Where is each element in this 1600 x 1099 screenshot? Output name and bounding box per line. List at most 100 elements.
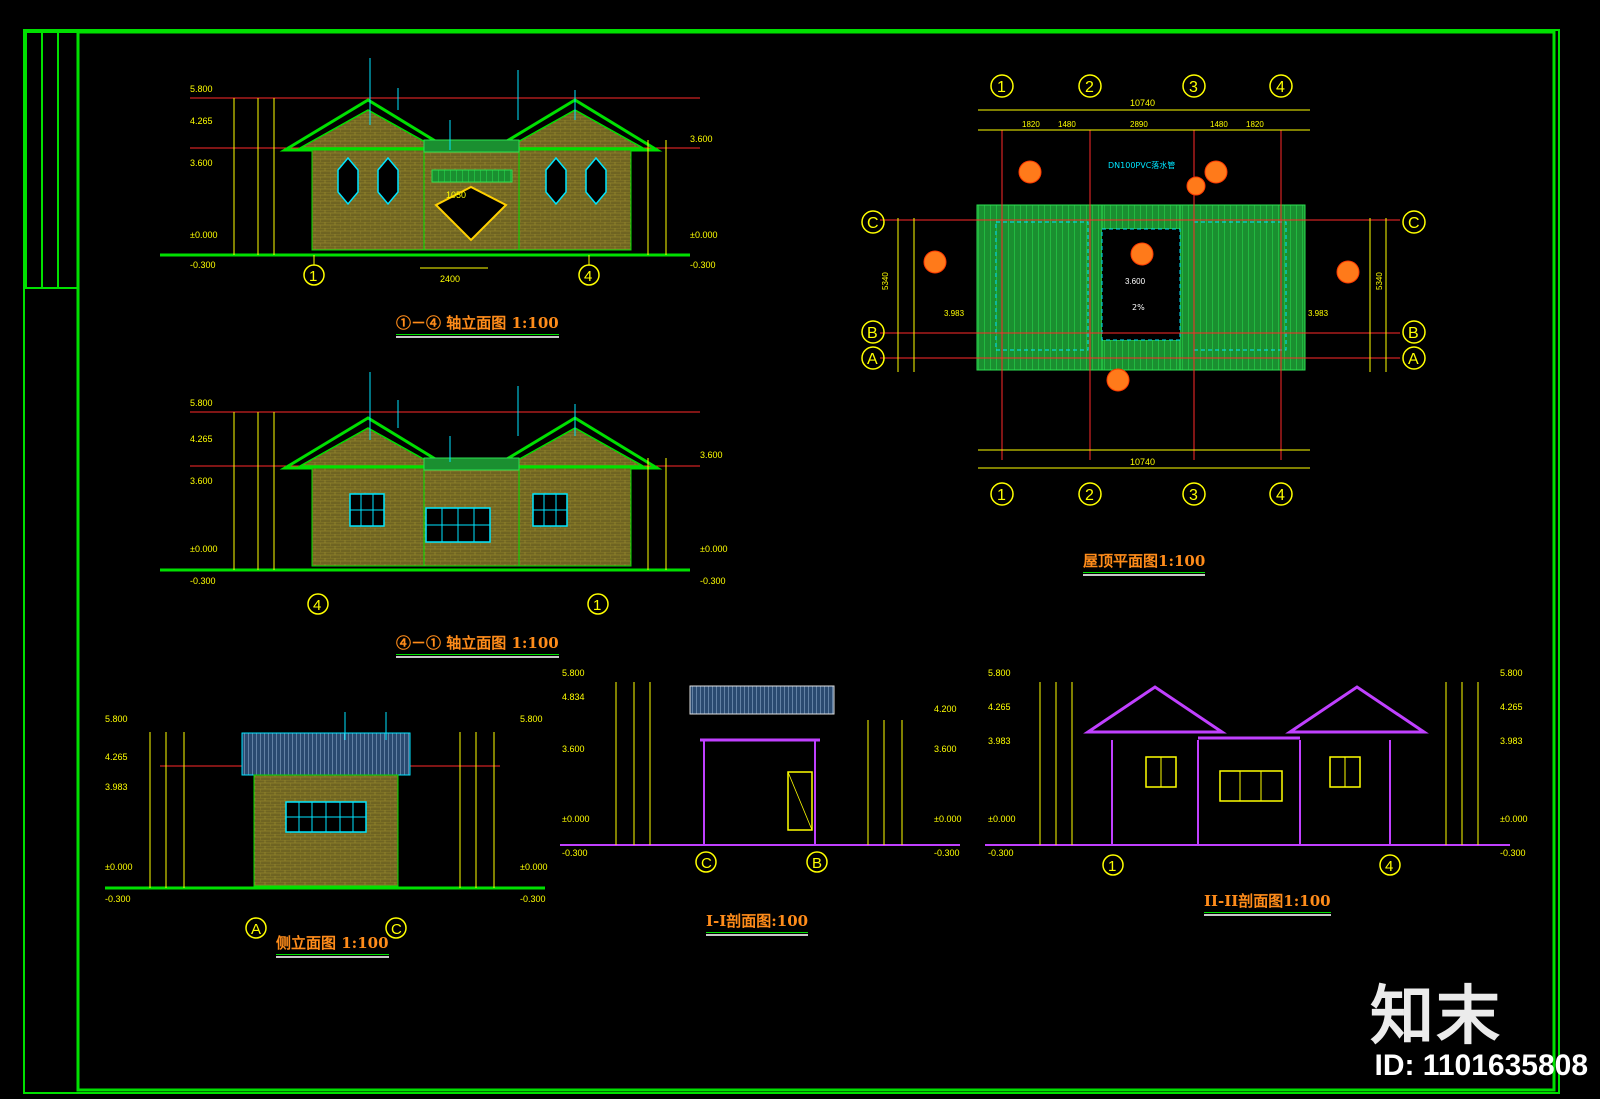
roof-dim-1820-b: 1820: [1246, 120, 1264, 129]
side-elev-m300: -0.300: [105, 894, 131, 904]
elev-000-r: ±0.000: [690, 230, 717, 240]
side-elev-000: ±0.000: [105, 862, 132, 872]
elevation-4-1: [160, 372, 700, 615]
roof-axis-C-right: C: [1408, 215, 1420, 232]
sec2-axis-4: 4: [1385, 858, 1393, 875]
elev-5800: 5.800: [190, 84, 213, 94]
watermark-logo: 知末: [1370, 980, 1502, 1054]
elev-000-b: ±0.000: [190, 544, 217, 554]
roof-axis-1-top: 1: [997, 79, 1006, 96]
elev-3600-r: 3.600: [690, 134, 713, 144]
elev-3600: 3.600: [190, 158, 213, 168]
sec1-axis-C: C: [701, 855, 712, 872]
side-elev-3983: 3.983: [105, 782, 128, 792]
section-1-1: [560, 682, 960, 873]
roof-axis-A-right: A: [1408, 351, 1419, 368]
roof-axis-C-left: C: [867, 215, 879, 232]
sec2-axis-1: 1: [1108, 858, 1116, 875]
side-axis-C: C: [391, 921, 402, 938]
sec1-elev-3600-r: 3.600: [934, 744, 957, 754]
sec1-elev-3600: 3.600: [562, 744, 585, 754]
sec1-elev-m300: -0.300: [562, 848, 588, 858]
sec2-elev-4265: 4.265: [988, 702, 1011, 712]
roof-dim-5340-l: 5340: [881, 272, 890, 290]
side-elev-4265: 4.265: [105, 752, 128, 762]
sec2-elev-000-r: ±0.000: [1500, 814, 1527, 824]
elev-000: ±0.000: [190, 230, 217, 240]
roof-dim-1480-a: 1480: [1058, 120, 1076, 129]
roof-note-pipe: DN100PVC落水管: [1108, 160, 1175, 170]
roof-elev-3983-r: 3.983: [1308, 309, 1329, 318]
sec2-elev-m300-r: -0.300: [1500, 848, 1526, 858]
roof-axis-A-left: A: [867, 351, 878, 368]
elev-4265-b: 4.265: [190, 434, 213, 444]
elev-4265: 4.265: [190, 116, 213, 126]
elev-3600-b: 3.600: [190, 476, 213, 486]
roof-dim-5340-r: 5340: [1375, 272, 1384, 290]
dim-1050: 1050: [446, 190, 466, 200]
roof-elev-3600: 3.600: [1125, 277, 1146, 286]
title-section-1-1: I-I剖面图:100: [706, 910, 809, 936]
title-elevation-1-4: ①－④ 轴立面图 1:100: [396, 312, 559, 338]
sec2-elev-5800-r: 5.800: [1500, 668, 1523, 678]
sec1-elev-4834: 4.834: [562, 692, 585, 702]
roof-axis-2-bottom: 2: [1085, 487, 1094, 504]
side-elev-5800: 5.800: [105, 714, 128, 724]
roof-elev-3983-l: 3.983: [944, 309, 965, 318]
sec2-elev-3983-r: 3.983: [1500, 736, 1523, 746]
title-text: ①－④ 轴立面图 1:100: [396, 314, 559, 332]
elev-m300-b: -0.300: [190, 576, 216, 586]
roof-axis-4-top: 4: [1276, 79, 1285, 96]
side-elev-5800-r: 5.800: [520, 714, 543, 724]
side-elevation: [105, 712, 545, 939]
roof-axis-3-bottom: 3: [1189, 487, 1198, 504]
sec1-elev-000: ±0.000: [562, 814, 589, 824]
sec1-elev-m300-r: -0.300: [934, 848, 960, 858]
roof-dim-total-bottom: 10740: [1130, 457, 1155, 467]
title-text: II-II剖面图1:100: [1204, 892, 1331, 910]
axis-label-4: 4: [584, 268, 592, 285]
sec1-axis-B: B: [812, 855, 822, 872]
sec1-elev-000-r: ±0.000: [934, 814, 961, 824]
sec1-elev-5800: 5.800: [562, 668, 585, 678]
roof-axis-B-right: B: [1408, 325, 1419, 342]
sec2-elev-3983: 3.983: [988, 736, 1011, 746]
title-roof-plan: 屋顶平面图1:100: [1083, 550, 1206, 576]
side-elev-m300-r: -0.300: [520, 894, 546, 904]
axis-label-1-b: 1: [593, 597, 601, 614]
elevation-1-4: [160, 58, 700, 286]
binding-margin-table: [25, 31, 79, 289]
roof-axis-B-left: B: [867, 325, 878, 342]
section-2-2: [985, 682, 1510, 876]
sec1-elev-4200: 4.200: [934, 704, 957, 714]
roof-axis-3-top: 3: [1189, 79, 1198, 96]
roof-axis-4-bottom: 4: [1276, 487, 1285, 504]
elev-m300: -0.300: [190, 260, 216, 270]
title-text: 屋顶平面图1:100: [1083, 552, 1206, 570]
elev-3600-br: 3.600: [700, 450, 723, 460]
side-axis-A: A: [251, 921, 261, 938]
roof-dim-2890-a: 2890: [1130, 120, 1148, 129]
roof-axis-1-bottom: 1: [997, 487, 1006, 504]
roof-axis-2-top: 2: [1085, 79, 1094, 96]
drawing-frame: [23, 29, 1560, 1094]
roof-dim-1820-a: 1820: [1022, 120, 1040, 129]
watermark-id: ID: 1101635808: [1374, 1049, 1588, 1082]
roof-dim-total-top: 10740: [1130, 98, 1155, 108]
elev-m300-r: -0.300: [690, 260, 716, 270]
dim-2400: 2400: [440, 274, 460, 284]
title-section-2-2: II-II剖面图1:100: [1204, 890, 1331, 916]
roof-dim-1480-b: 1480: [1210, 120, 1228, 129]
title-text: 侧立面图 1:100: [276, 934, 389, 952]
title-side-elevation: 侧立面图 1:100: [276, 932, 389, 958]
sec2-elev-5800: 5.800: [988, 668, 1011, 678]
roof-plan: [861, 74, 1426, 506]
title-text: I-I剖面图:100: [706, 912, 809, 930]
sec2-elev-4265-r: 4.265: [1500, 702, 1523, 712]
roof-note-slope: 2%: [1132, 303, 1145, 312]
elev-000-br: ±0.000: [700, 544, 727, 554]
side-elev-000-r: ±0.000: [520, 862, 547, 872]
elev-m300-br: -0.300: [700, 576, 726, 586]
sec2-elev-000: ±0.000: [988, 814, 1015, 824]
